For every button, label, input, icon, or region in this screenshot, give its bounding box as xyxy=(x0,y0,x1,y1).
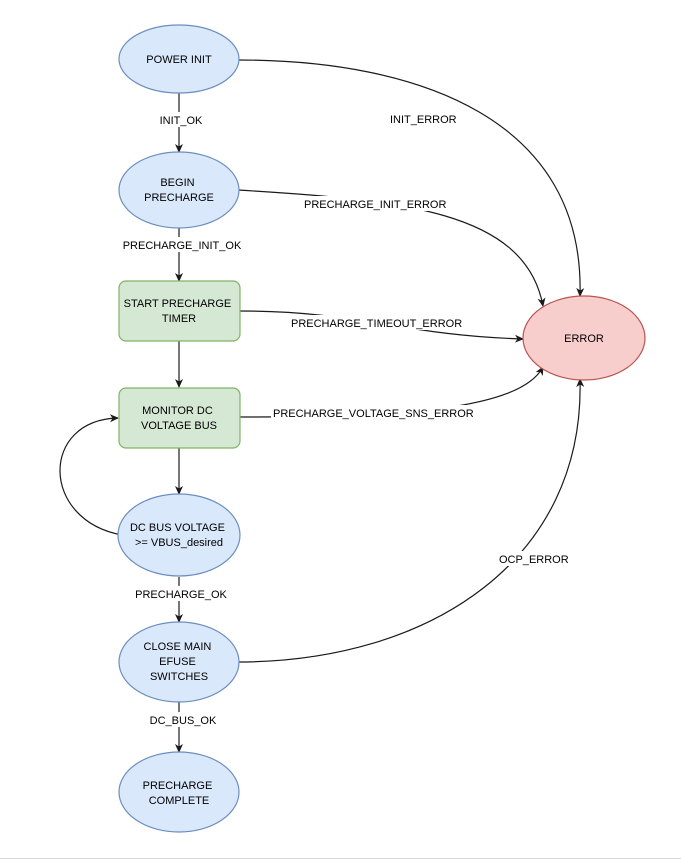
edge-begin-precharge-to-error xyxy=(237,189,546,307)
node-dc-bus-voltage-check-shape xyxy=(117,493,241,577)
node-monitor-dc-voltage-bus-line-2: VOLTAGE BUS xyxy=(141,420,217,432)
node-start-precharge-timer-line-1: START PRECHARGE xyxy=(124,298,232,310)
label-bg-precharge-init-ok xyxy=(112,237,252,252)
label-bg-precharge-timeout-error xyxy=(289,315,481,330)
node-start-precharge-timer-label: START PRECHARGE TIMER xyxy=(124,298,235,325)
node-monitor-dc-voltage-bus-shape xyxy=(118,387,241,449)
node-precharge-complete-label: PRECHARGE COMPLETE xyxy=(143,780,216,807)
node-begin-precharge-line-1: BEGIN xyxy=(160,177,194,189)
label-bg-init-ok xyxy=(152,112,210,127)
edge-bus-check-loop-to-monitor-bus xyxy=(59,414,123,536)
label-precharge-init-ok: PRECHARGE_INIT_OK xyxy=(123,240,242,252)
node-dc-bus-voltage-check-line-2: >= VBUS_desired xyxy=(135,537,223,549)
label-precharge-init-error: PRECHARGE_INIT_ERROR xyxy=(304,199,446,211)
node-monitor-dc-voltage-bus[interactable]: MONITOR DC VOLTAGE BUS xyxy=(118,387,241,449)
node-monitor-dc-voltage-bus-line-1: MONITOR DC xyxy=(142,405,213,417)
node-precharge-complete-shape xyxy=(118,751,240,833)
node-close-main-efuse-switches-line-2: EFUSE xyxy=(159,656,196,668)
label-bg-precharge-voltage-sns-error xyxy=(271,405,495,420)
node-begin-precharge-label: BEGIN PRECHARGE xyxy=(144,177,214,204)
node-dc-bus-voltage-check[interactable]: DC BUS VOLTAGE >= VBUS_desired xyxy=(117,493,241,577)
label-bg-dc-bus-ok xyxy=(142,712,224,727)
node-error-shape xyxy=(522,295,646,381)
label-precharge-timeout-error: PRECHARGE_TIMEOUT_ERROR xyxy=(291,318,462,330)
label-init-ok: INIT_OK xyxy=(160,115,203,127)
node-error-label: ERROR xyxy=(564,333,604,345)
edge-power-init-to-error xyxy=(237,59,585,297)
label-dc-bus-ok: DC_BUS_OK xyxy=(150,715,217,727)
edge-labels: INIT_OK PRECHARGE_INIT_OK PRECHARGE_OK D… xyxy=(112,112,578,727)
nodes: POWER INIT BEGIN PRECHARGE START PRECHAR… xyxy=(117,24,646,833)
node-error[interactable]: ERROR xyxy=(522,295,646,381)
node-begin-precharge-line-2: PRECHARGE xyxy=(144,192,214,204)
node-begin-precharge[interactable]: BEGIN PRECHARGE xyxy=(118,151,240,229)
node-power-init[interactable]: POWER INIT xyxy=(118,24,240,94)
page-bottom-divider xyxy=(0,858,681,859)
node-power-init-label: POWER INIT xyxy=(146,54,212,66)
edge-close-switches-to-error xyxy=(237,378,585,663)
label-precharge-ok: PRECHARGE_OK xyxy=(135,589,227,601)
node-close-main-efuse-switches-label: CLOSE MAIN EFUSE SWITCHES xyxy=(144,641,215,683)
node-precharge-complete-line-2: COMPLETE xyxy=(149,795,210,807)
label-ocp-error: OCP_ERROR xyxy=(499,554,569,566)
node-start-precharge-timer[interactable]: START PRECHARGE TIMER xyxy=(118,280,241,342)
node-dc-bus-voltage-check-label: DC BUS VOLTAGE >= VBUS_desired xyxy=(130,522,228,549)
node-power-init-shape xyxy=(118,24,240,94)
node-precharge-complete-line-1: PRECHARGE xyxy=(143,780,213,792)
node-begin-precharge-shape xyxy=(118,151,240,229)
node-error-line-1: ERROR xyxy=(564,333,604,345)
node-precharge-complete[interactable]: PRECHARGE COMPLETE xyxy=(118,751,240,833)
label-bg-precharge-init-error xyxy=(302,196,462,211)
node-start-precharge-timer-shape xyxy=(118,280,241,342)
node-close-main-efuse-switches[interactable]: CLOSE MAIN EFUSE SWITCHES xyxy=(118,621,240,703)
node-start-precharge-timer-line-2: TIMER xyxy=(162,313,196,325)
node-dc-bus-voltage-check-line-1: DC BUS VOLTAGE xyxy=(130,522,225,534)
node-power-init-line-1: POWER INIT xyxy=(146,54,212,66)
node-close-main-efuse-switches-line-3: SWITCHES xyxy=(150,671,208,683)
node-monitor-dc-voltage-bus-label: MONITOR DC VOLTAGE BUS xyxy=(141,405,217,432)
label-init-error: INIT_ERROR xyxy=(390,114,457,126)
label-bg-ocp-error xyxy=(497,551,578,566)
label-bg-precharge-ok xyxy=(125,586,237,601)
node-close-main-efuse-switches-shape xyxy=(118,621,240,703)
label-precharge-voltage-sns-error: PRECHARGE_VOLTAGE_SNS_ERROR xyxy=(273,408,474,420)
node-close-main-efuse-switches-line-1: CLOSE MAIN xyxy=(144,641,212,653)
